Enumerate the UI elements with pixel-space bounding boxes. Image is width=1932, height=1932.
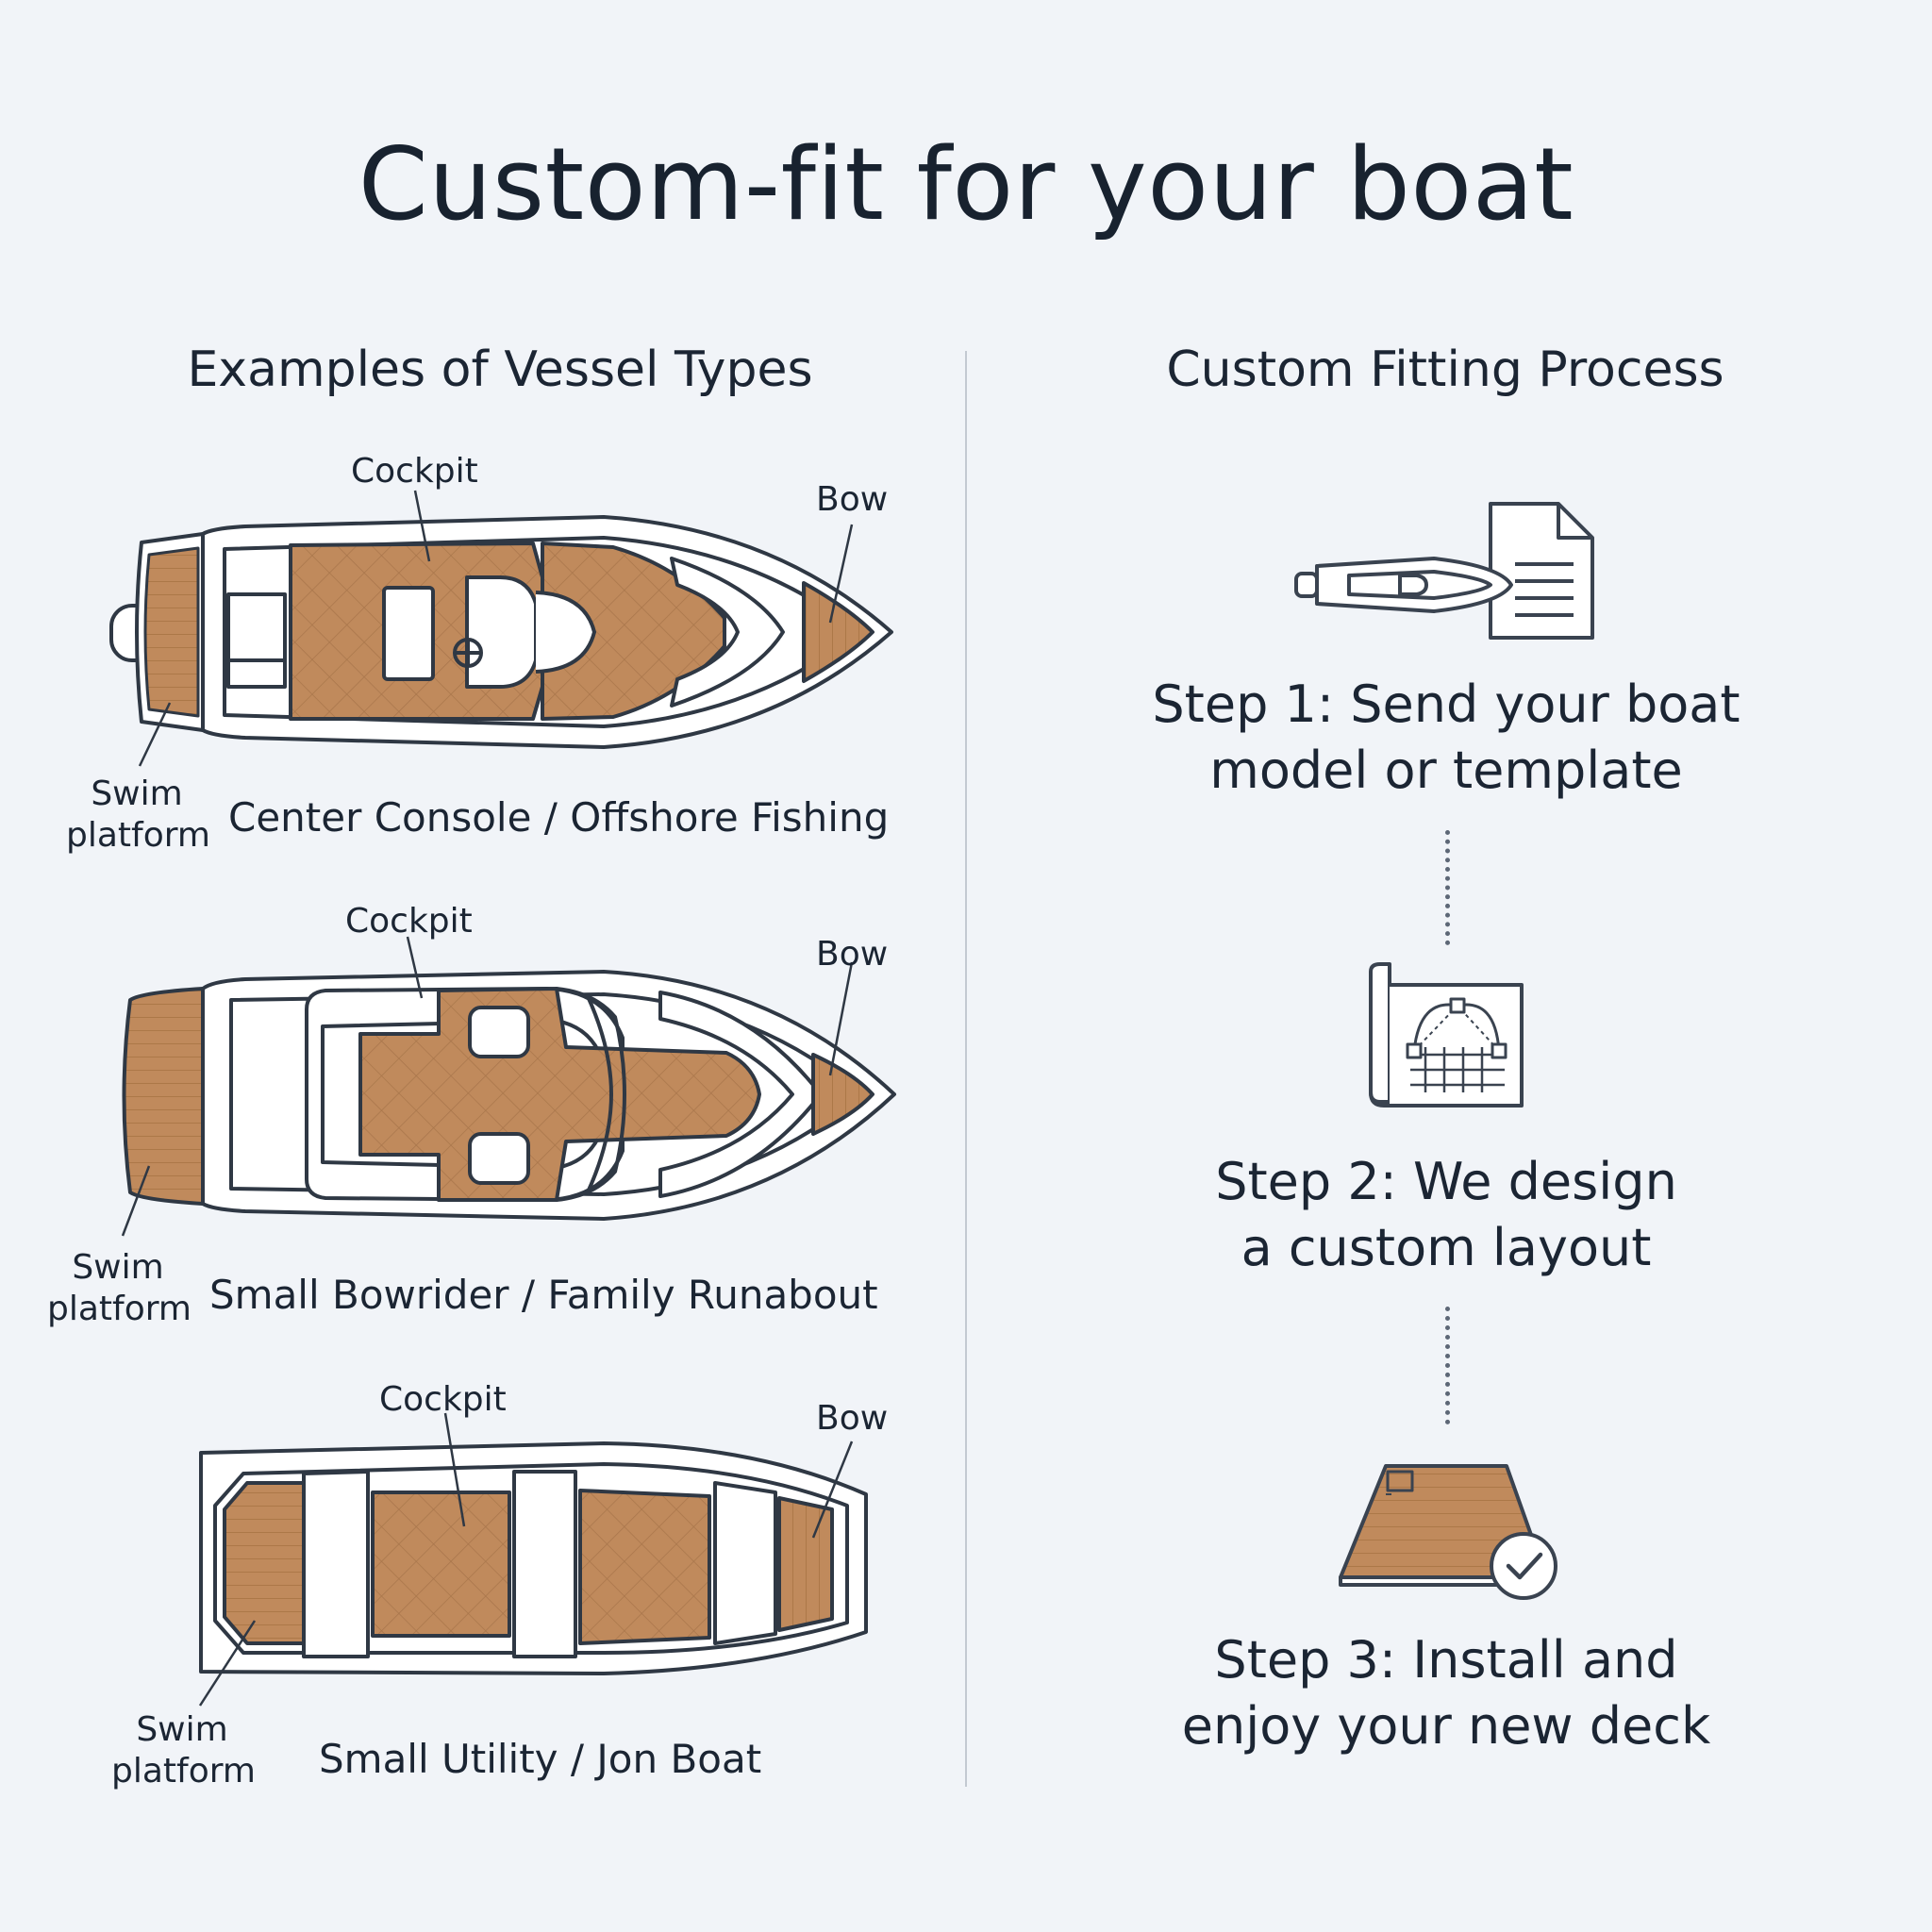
- swim-label-line1: Swim: [91, 774, 183, 813]
- deck-checkmark-icon: [1339, 1464, 1557, 1600]
- step-1-line2: model or template: [1209, 741, 1683, 800]
- bow-label: Bow: [816, 935, 889, 974]
- step-1-label: Step 1: Send your boat model or template: [1069, 672, 1824, 804]
- step-3-line1: Step 3: Install and: [1214, 1630, 1678, 1690]
- step-2-line1: Step 2: We design: [1215, 1152, 1677, 1211]
- step-3-line2: enjoy your new deck: [1181, 1696, 1711, 1756]
- column-divider: [965, 351, 967, 1787]
- swim-platform-label: Swim platform: [66, 774, 210, 857]
- process-heading: Custom Fitting Process: [1166, 341, 1724, 398]
- cockpit-label: Cockpit: [351, 452, 478, 491]
- swim-label-line2: platform: [47, 1290, 192, 1328]
- swim-platform-label: Swim platform: [111, 1709, 256, 1792]
- page-title: Custom-fit for your boat: [358, 126, 1574, 242]
- vessel-caption-bowrider: Small Bowrider / Family Runabout: [209, 1272, 878, 1318]
- vessel-caption-center-console: Center Console / Offshore Fishing: [228, 794, 890, 841]
- cockpit-label: Cockpit: [345, 902, 473, 941]
- step-2-line2: a custom layout: [1241, 1218, 1652, 1277]
- step-1-line1: Step 1: Send your boat: [1152, 675, 1740, 734]
- design-blueprint-icon: [1369, 962, 1524, 1108]
- swim-label-line1: Swim: [136, 1710, 228, 1749]
- bow-label: Bow: [816, 1399, 889, 1438]
- step-2-label: Step 2: We design a custom layout: [1069, 1149, 1824, 1281]
- cockpit-label: Cockpit: [379, 1380, 507, 1419]
- vessel-caption-jon-boat: Small Utility / Jon Boat: [319, 1736, 762, 1782]
- swim-label-line1: Swim: [72, 1248, 164, 1287]
- boat-document-icon: [1294, 502, 1594, 640]
- vessel-types-heading: Examples of Vessel Types: [187, 341, 813, 398]
- bow-label: Bow: [816, 480, 889, 519]
- swim-label-line2: platform: [111, 1752, 256, 1790]
- step-connector: [1445, 1307, 1450, 1424]
- step-connector: [1445, 830, 1450, 945]
- step-3-label: Step 3: Install and enjoy your new deck: [1069, 1627, 1824, 1759]
- swim-platform-label: Swim platform: [47, 1247, 192, 1330]
- swim-label-line2: platform: [66, 816, 210, 855]
